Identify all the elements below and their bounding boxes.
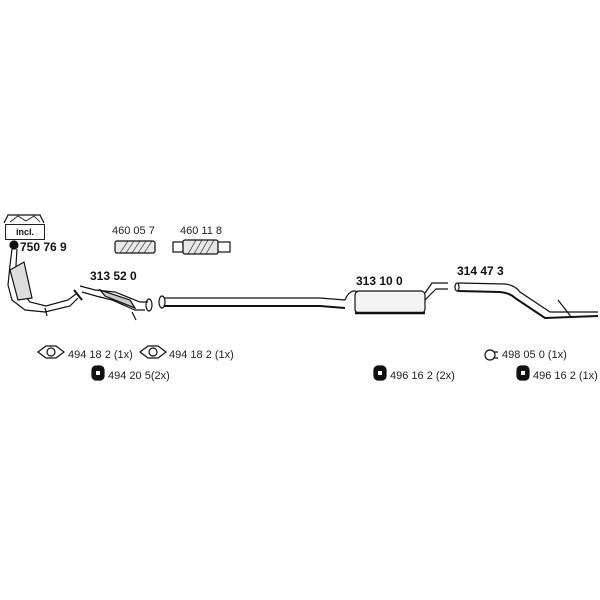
rubber-mount-icon (373, 365, 387, 381)
part-number-flex1: 460 05 7 (112, 225, 155, 237)
part-number-rear-pipe: 314 47 3 (457, 264, 504, 278)
fitting-gasket1: 494 18 2 (1x) (68, 349, 133, 361)
flex-pipe-460118 (172, 239, 231, 255)
part-number-middle-silencer: 313 10 0 (356, 274, 403, 288)
gasket-icon (139, 345, 167, 359)
fitting-clamp: 498 05 0 (1x) (502, 349, 567, 361)
rubber-mount-icon (516, 365, 530, 381)
middle-pipe (158, 295, 346, 309)
rubber-mount-icon (91, 365, 105, 381)
fitting-gasket2: 494 18 2 (1x) (169, 349, 234, 361)
clamp-icon (484, 349, 498, 361)
fitting-rubber3: 496 16 2 (1x) (533, 370, 598, 382)
part-number-flex2: 460 11 8 (180, 225, 223, 237)
fitting-rubber1: 494 20 5(2x) (108, 370, 170, 382)
flex-pipe-460057 (114, 240, 156, 254)
kit-box-icon (3, 214, 45, 224)
rear-pipe (454, 282, 599, 320)
part-number-front-pipe: 313 52 0 (90, 269, 137, 283)
front-pipe (79, 285, 153, 321)
middle-silencer (344, 282, 448, 315)
catalytic-converter (7, 240, 83, 317)
kit-included-label: incl. (5, 224, 45, 240)
part-number-kit: 750 76 9 (20, 240, 67, 254)
gasket-icon (37, 345, 65, 359)
fitting-rubber2: 496 16 2 (2x) (390, 370, 455, 382)
